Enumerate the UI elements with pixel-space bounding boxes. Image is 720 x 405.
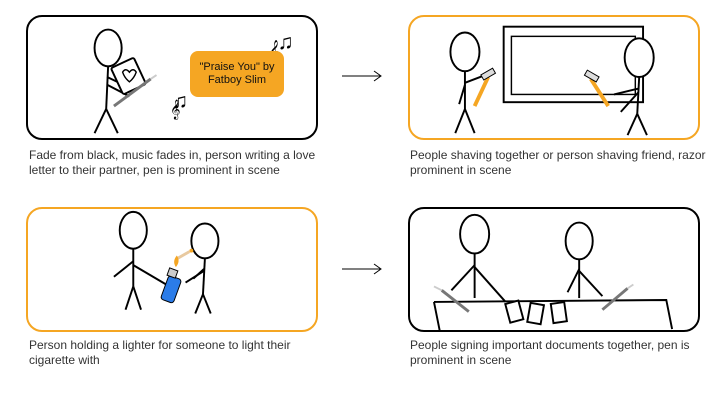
storyboard-frame-3 [26, 207, 318, 332]
razor-icon [583, 69, 610, 108]
document-icon [504, 299, 568, 326]
song-label: "Praise You" by Fatboy Slim [190, 51, 284, 97]
frame-2-caption: People shaving together or person shavin… [410, 148, 706, 177]
stick-figure-icon [613, 37, 655, 136]
music-note-icon: ♫ [172, 89, 188, 113]
stick-figure-icon [450, 213, 507, 303]
frame-3-illustration [113, 210, 220, 314]
lighter-icon [160, 255, 182, 304]
mirror-icon [502, 25, 645, 104]
stick-figure-icon [113, 210, 167, 310]
music-note-icon: ♫ [278, 30, 294, 54]
cigarette-icon [175, 248, 194, 261]
frame-2-illustration [449, 25, 655, 136]
arrow-right-icon [342, 70, 382, 82]
storyboard-frame-4 [408, 207, 700, 332]
pen-icon [113, 74, 158, 108]
frame-4-illustration [433, 213, 674, 330]
stick-figure-icon [564, 221, 604, 299]
stick-figure-icon [449, 31, 486, 134]
frame-1-caption: Fade from black, music fades in, person … [29, 148, 316, 177]
frame-4-caption: People signing important documents toget… [410, 338, 690, 367]
table [433, 299, 674, 330]
frame-3-caption: Person holding a lighter for someone to … [29, 338, 291, 367]
frame-1-illustration: ♫ 𝄞 ♫ 𝄞 [93, 28, 294, 134]
pen-icon [601, 283, 634, 311]
storyboard-frame-1: ♫ 𝄞 ♫ 𝄞 "Praise You" by Fatboy Slim [26, 15, 318, 140]
music-note-icon: 𝄞 [170, 99, 180, 120]
arrow-right-icon [342, 263, 382, 275]
storyboard-frame-2 [408, 15, 700, 140]
pen-icon [433, 285, 470, 313]
love-letter-icon [110, 57, 147, 95]
razor-icon [472, 67, 497, 107]
stick-figure-icon [185, 222, 220, 314]
